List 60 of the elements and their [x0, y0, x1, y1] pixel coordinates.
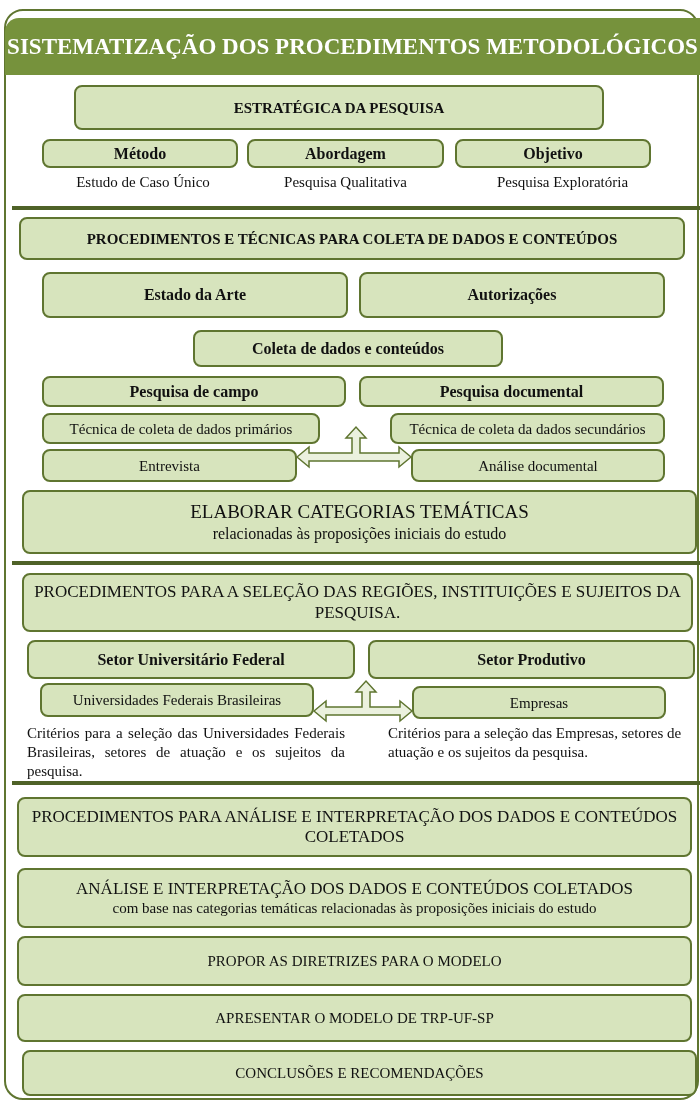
- box-heading: Método: [113, 143, 167, 164]
- process-box: [22, 573, 693, 632]
- box-heading: Estado da Arte: [143, 285, 247, 305]
- box-heading: Setor Produtivo: [477, 649, 586, 670]
- box-heading: Pesquisa de campo: [129, 381, 259, 402]
- box-subtext: relacionadas às proposições iniciais do estudo: [212, 523, 507, 543]
- process-box: [359, 272, 665, 318]
- process-box: [27, 640, 355, 679]
- annotation-text: Pesquisa Exploratória: [495, 173, 630, 192]
- process-box: [42, 376, 346, 407]
- title-banner: SISTEMATIZAÇÃO DOS PROCEDIMENTOS METODOLÓGICOS: [5, 18, 700, 75]
- box-heading: Empresas: [509, 693, 569, 712]
- box-heading: Análise documental: [478, 456, 598, 475]
- three-way-block-arrow: [295, 425, 413, 469]
- process-box: [17, 797, 692, 857]
- box-heading: Universidades Federais Brasileiras: [72, 691, 282, 709]
- box-heading: ELABORAR CATEGORIAS TEMÁTICAS: [190, 501, 529, 524]
- box-subtext: com base nas categorias temáticas relacionadas às proposições iniciais do estudo: [112, 899, 597, 918]
- process-box: [17, 868, 692, 928]
- box-heading: Pesquisa documental: [439, 381, 584, 402]
- process-box: [42, 413, 320, 444]
- process-box: [19, 217, 685, 260]
- box-heading: PROCEDIMENTOS E TÉCNICAS PARA COLETA DE DADOS E CONTEÚDOS: [86, 229, 618, 248]
- annotation-text: Critérios para a seleção das Universidades Federais Brasileiras, setores de atuação e os sujeitos da pesquisa.: [27, 724, 345, 781]
- process-box: [390, 413, 665, 444]
- box-heading: Objetivo: [523, 143, 583, 164]
- box-heading: Técnica de coleta da dados secundários: [409, 419, 646, 438]
- three-way-block-arrow: [312, 679, 414, 723]
- box-heading: APRESENTAR O MODELO DE TRP-UF-SP: [215, 1009, 494, 1027]
- annotation-text: Pesquisa Qualitativa: [283, 173, 408, 192]
- box-heading: Autorizações: [467, 285, 557, 305]
- box-heading: CONCLUSÕES E RECOMENDAÇÕES: [235, 1064, 484, 1082]
- box-heading: Entrevista: [139, 456, 200, 475]
- box-heading: Coleta de dados e conteúdos: [252, 338, 444, 359]
- box-heading: PROPOR AS DIRETRIZES PARA O MODELO: [207, 952, 502, 970]
- process-box: [17, 994, 692, 1042]
- process-box: [359, 376, 664, 407]
- annotation-text: Critérios para a seleção das Empresas, setores de atuação e os sujeitos da pesquisa.: [388, 724, 683, 762]
- box-heading: Técnica de coleta de dados primários: [69, 419, 293, 438]
- box-heading: Abordagem: [305, 143, 386, 164]
- box-heading: ANÁLISE E INTERPRETAÇÃO DOS DADOS E CONTEÚDOS COLETADOS: [76, 878, 633, 900]
- box-heading: ESTRATÉGICA DA PESQUISA: [233, 98, 445, 117]
- process-box: [42, 449, 297, 482]
- process-box: [455, 139, 651, 168]
- annotation-text: Estudo de Caso Único: [75, 173, 211, 192]
- process-box: [411, 449, 665, 482]
- process-box: [42, 139, 238, 168]
- box-heading: PROCEDIMENTOS PARA A SELEÇÃO DAS REGIÕES, INSTITUIÇÕES E SUJEITOS DA PESQUISA.: [33, 582, 682, 623]
- process-box: [42, 272, 348, 318]
- process-box: [74, 85, 604, 130]
- process-box: [193, 330, 503, 367]
- process-box: [247, 139, 444, 168]
- process-box: [412, 686, 666, 719]
- process-box: [22, 490, 697, 554]
- process-box: [40, 683, 314, 717]
- box-heading: PROCEDIMENTOS PARA ANÁLISE E INTERPRETAÇÃO DOS DADOS E CONTEÚDOS COLETADOS: [30, 806, 679, 848]
- box-heading: Setor Universitário Federal: [97, 649, 285, 670]
- process-box: [17, 936, 692, 986]
- process-box: [22, 1050, 697, 1096]
- process-box: [368, 640, 695, 679]
